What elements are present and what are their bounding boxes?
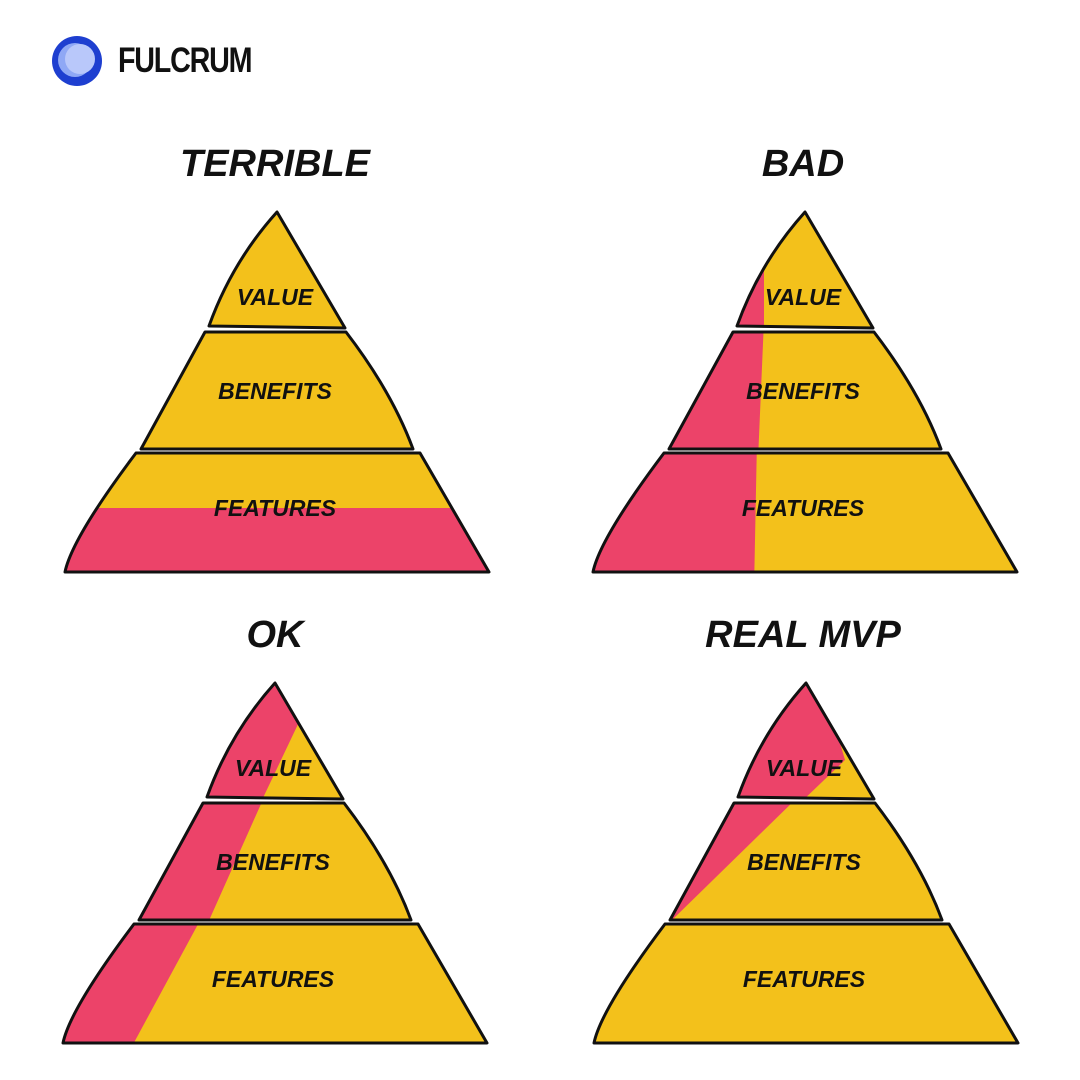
segment-benefits: BENEFITS <box>668 801 944 922</box>
panel-title-terrible: TERRIBLE <box>180 143 370 185</box>
label-features: FEATURES <box>743 966 866 992</box>
label-features: FEATURES <box>214 495 337 521</box>
segment-benefits: BENEFITS <box>667 330 943 451</box>
segment-features: FEATURES <box>592 922 1020 1045</box>
segment-features: FEATURES <box>63 451 491 574</box>
label-benefits: BENEFITS <box>746 378 860 404</box>
focus-area <box>737 212 764 328</box>
segment-features: FEATURES <box>591 451 1019 574</box>
label-benefits: BENEFITS <box>216 849 330 875</box>
label-value: VALUE <box>237 284 314 310</box>
pyramid-terrible: VALUE BENEFITS FEATURES <box>63 210 491 574</box>
segment-value: VALUE <box>205 681 345 801</box>
label-benefits: BENEFITS <box>218 378 332 404</box>
segment-value: VALUE <box>736 681 876 801</box>
brand-name: FULCRUM <box>118 41 253 80</box>
label-value: VALUE <box>765 284 842 310</box>
label-value: VALUE <box>766 755 843 781</box>
label-value: VALUE <box>235 755 312 781</box>
segment-benefits: BENEFITS <box>139 330 415 451</box>
segment-value: VALUE <box>735 210 875 330</box>
focus-area <box>65 508 489 572</box>
label-benefits: BENEFITS <box>747 849 861 875</box>
segment-value: VALUE <box>207 210 347 330</box>
pyramid-bad: VALUE BENEFITS FEATURES <box>591 210 1019 574</box>
panel-title-bad: BAD <box>761 143 845 185</box>
label-features: FEATURES <box>742 495 865 521</box>
label-features: FEATURES <box>212 966 335 992</box>
focus-area <box>593 453 757 572</box>
fulcrum-logo-icon <box>52 36 102 86</box>
pyramid-real-mvp: VALUE BENEFITS FEATURES <box>592 681 1020 1045</box>
brand: FULCRUM <box>50 34 281 88</box>
segment-features: FEATURES <box>61 922 489 1045</box>
pyramid-ok: VALUE BENEFITS FEATURES <box>61 681 489 1045</box>
panel-title-real-mvp: REAL MVP <box>705 614 901 656</box>
panel-title-ok: OK <box>246 614 304 656</box>
segment-benefits: BENEFITS <box>137 801 413 922</box>
